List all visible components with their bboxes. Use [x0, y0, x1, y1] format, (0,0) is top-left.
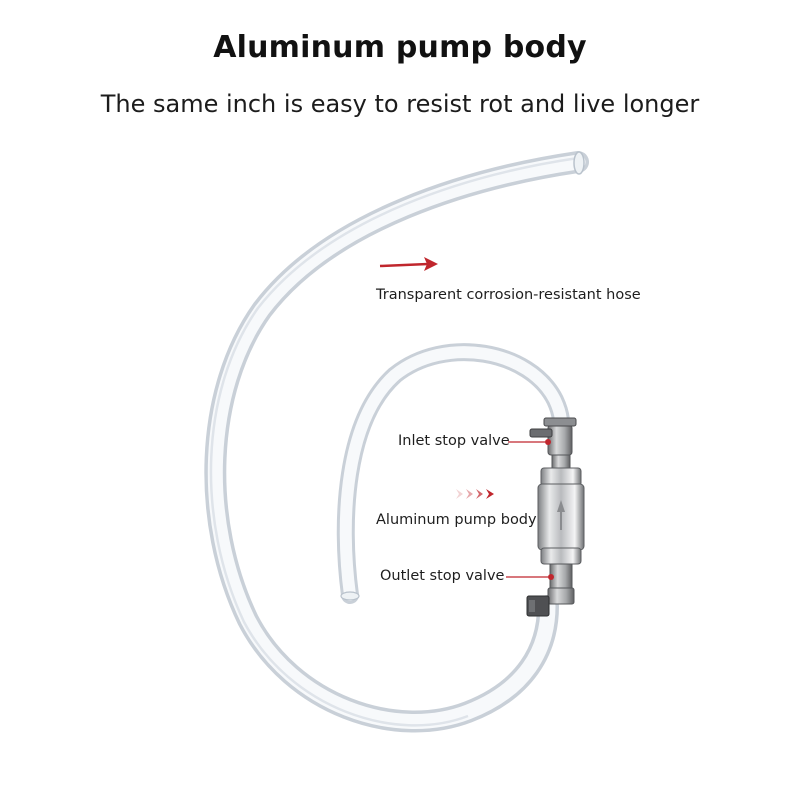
inlet-stop-valve — [529, 417, 577, 470]
inlet-valve-label: Inlet stop valve — [398, 433, 510, 449]
page-title: Aluminum pump body — [213, 30, 587, 65]
outlet-valve-label: Outlet stop valve — [380, 568, 505, 584]
pump-body-label: Aluminum pump body — [376, 512, 537, 528]
outlet-stop-valve — [526, 563, 575, 617]
inlet-leader-line — [508, 439, 551, 445]
page-subtitle: The same inch is easy to resist rot and … — [100, 90, 700, 118]
outer-hose — [204, 151, 589, 733]
hose-label: Transparent corrosion-resistant hose — [376, 287, 641, 303]
hose-callout-arrow — [379, 257, 438, 271]
outlet-leader-line — [506, 574, 554, 580]
aluminum-pump-body — [537, 467, 585, 565]
inner-hose — [336, 343, 571, 604]
pump-chevron-arrows — [456, 489, 494, 499]
